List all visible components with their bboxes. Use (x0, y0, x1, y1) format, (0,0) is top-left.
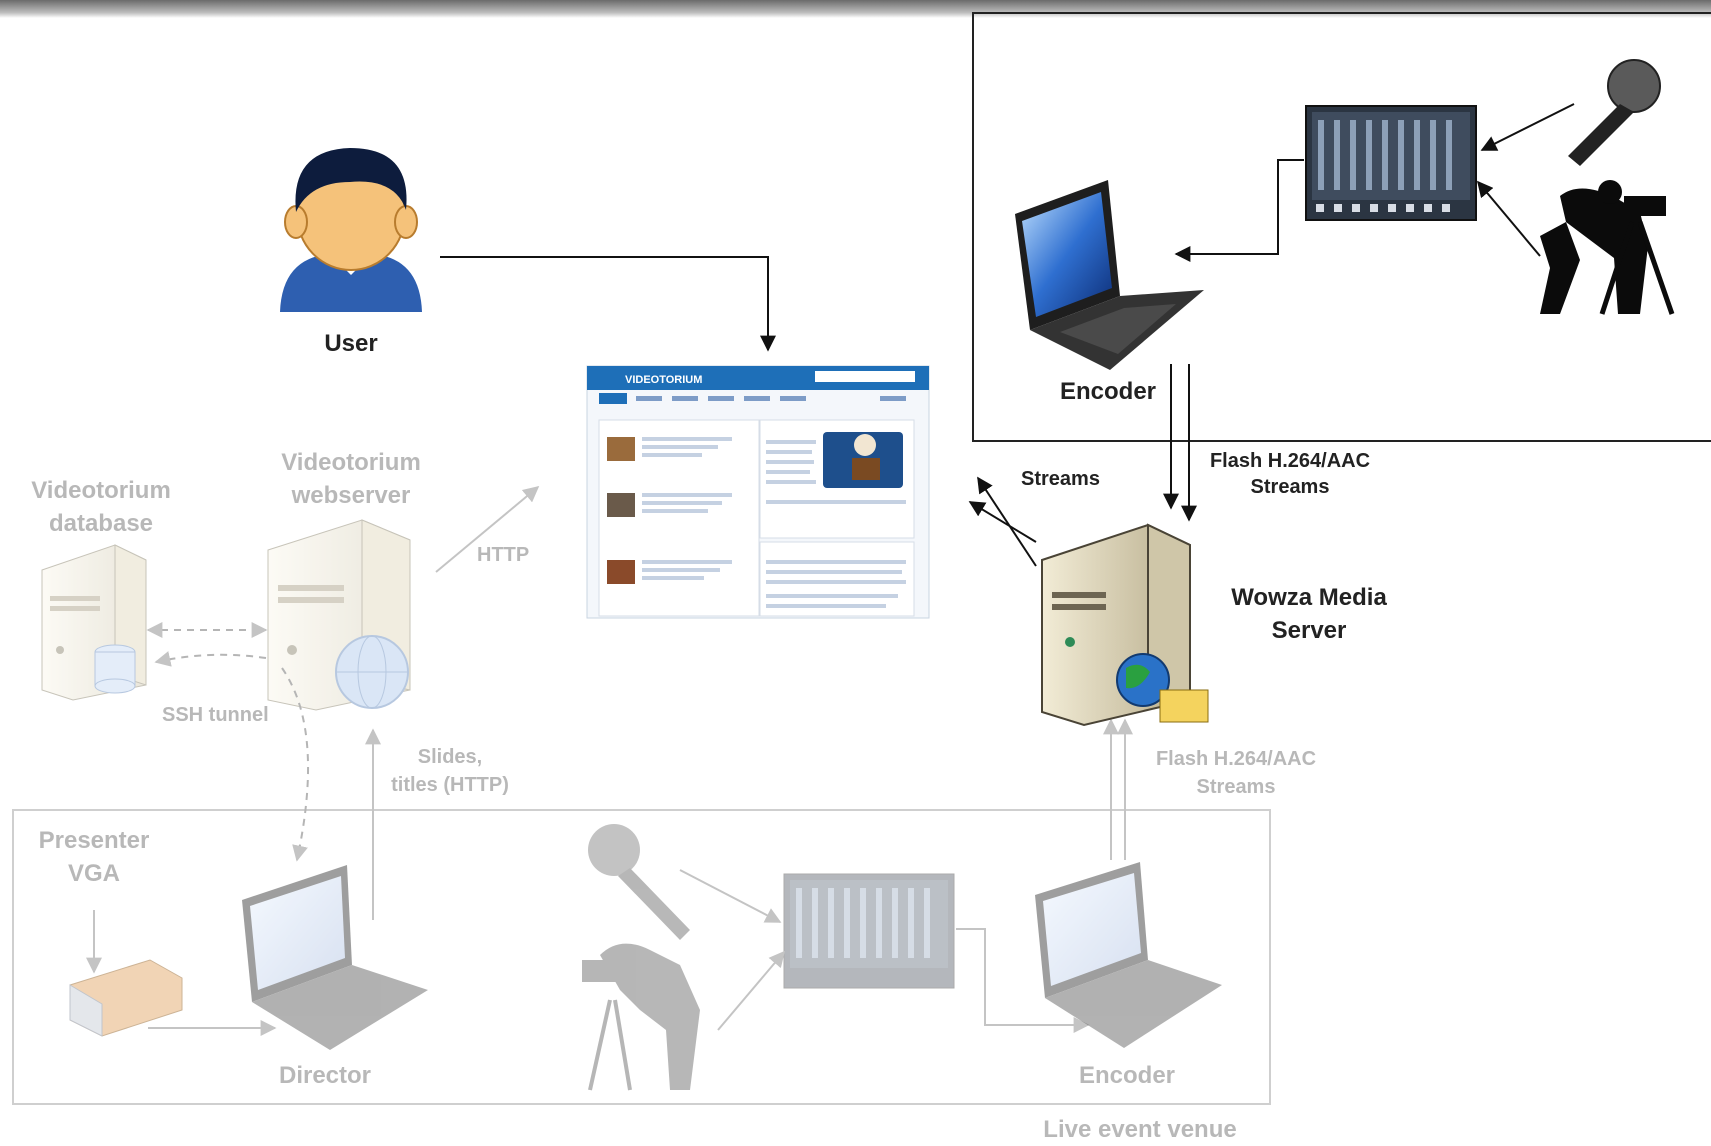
mixer-to-encoder-arrow-faded (956, 928, 1090, 1033)
user-icon (280, 148, 422, 312)
flash-bottom-line-1: Flash H.264/AAC (1155, 748, 1317, 770)
audio-mixer-icon (1305, 105, 1477, 221)
presenter-vga-label: Presenter VGA (39, 824, 150, 890)
microphone-icon (588, 824, 690, 940)
encoder-bottom-label: Encoder (1078, 1062, 1176, 1089)
mixer-to-encoder-arrow (1174, 159, 1304, 262)
slides-label-line-2: titles (HTTP) (391, 774, 509, 796)
streams-arrow-2 (968, 501, 1037, 543)
wowza-label-line-1: Wowza Media (1231, 584, 1387, 611)
encoder-top-label: Encoder (1059, 378, 1157, 405)
microphone-icon (1568, 59, 1661, 166)
live-event-venue-frame (12, 809, 1271, 1105)
website-logo: VIDEOTORIUM (625, 374, 702, 386)
live-event-venue-label: Live event venue (1043, 1116, 1237, 1143)
webserver-label-line-1: Videotorium (281, 449, 421, 476)
laptop-icon (242, 865, 428, 1050)
laptop-icon (1015, 180, 1204, 370)
webserver-label-line-2: webserver (291, 482, 411, 509)
web-server-icon (267, 519, 411, 711)
wowza-label-line-2: Server (1271, 617, 1347, 644)
mic-to-mixer-arrow-faded (679, 869, 782, 923)
streams-arrow-1 (977, 476, 1037, 567)
mic-to-mixer-arrow (1480, 103, 1575, 151)
user-to-website-arrow (440, 256, 776, 352)
flash-top-line-1: Flash H.264/AAC (1209, 450, 1371, 472)
ssh-tunnel-link (281, 667, 310, 862)
ssh-tunnel-link-top (154, 651, 267, 667)
audio-mixer-icon (783, 873, 955, 989)
videotorium-database-label: Videotorium database (31, 474, 171, 540)
wowza-media-server-label: Wowza Media Server (1231, 581, 1387, 647)
flash-streams-top-label: Flash H.264/AAC Streams (1210, 448, 1370, 500)
user-label: User (324, 330, 378, 357)
flash-top-line-2: Streams (1250, 476, 1330, 498)
flash-streams-bottom-label: Flash H.264/AAC Streams (1156, 745, 1316, 801)
camera-to-mixer-arrow (1476, 180, 1541, 257)
presenter-label-line-1: Presenter (38, 827, 150, 854)
media-server-icon (1041, 523, 1209, 727)
camera-operator-icon (582, 943, 700, 1091)
database-server-icon (41, 544, 147, 701)
flash-bottom-line-2: Streams (1196, 776, 1276, 798)
http-arrow (435, 485, 540, 573)
director-label: Director (278, 1062, 372, 1089)
website-screenshot: VIDEOTORIUM (586, 365, 930, 619)
http-label: HTTP (477, 544, 530, 566)
capture-device-icon (69, 959, 183, 1037)
camera-to-mixer-arrow-faded (717, 950, 786, 1031)
ssh-tunnel-label: SSH tunnel (162, 704, 269, 726)
videotorium-webserver-label: Videotorium webserver (281, 446, 421, 512)
database-label-line-2: database (48, 510, 154, 537)
slides-titles-label: Slides, titles (HTTP) (391, 743, 509, 799)
laptop-icon (1035, 862, 1222, 1048)
presenter-label-line-2: VGA (67, 860, 121, 887)
globe-icon (335, 635, 409, 709)
database-label-line-1: Videotorium (31, 477, 171, 504)
camera-operator-icon (1540, 180, 1675, 315)
streams-label: Streams (1021, 468, 1100, 490)
slides-label-line-1: Slides, (417, 746, 483, 768)
encoder-site-frame (972, 12, 1711, 442)
